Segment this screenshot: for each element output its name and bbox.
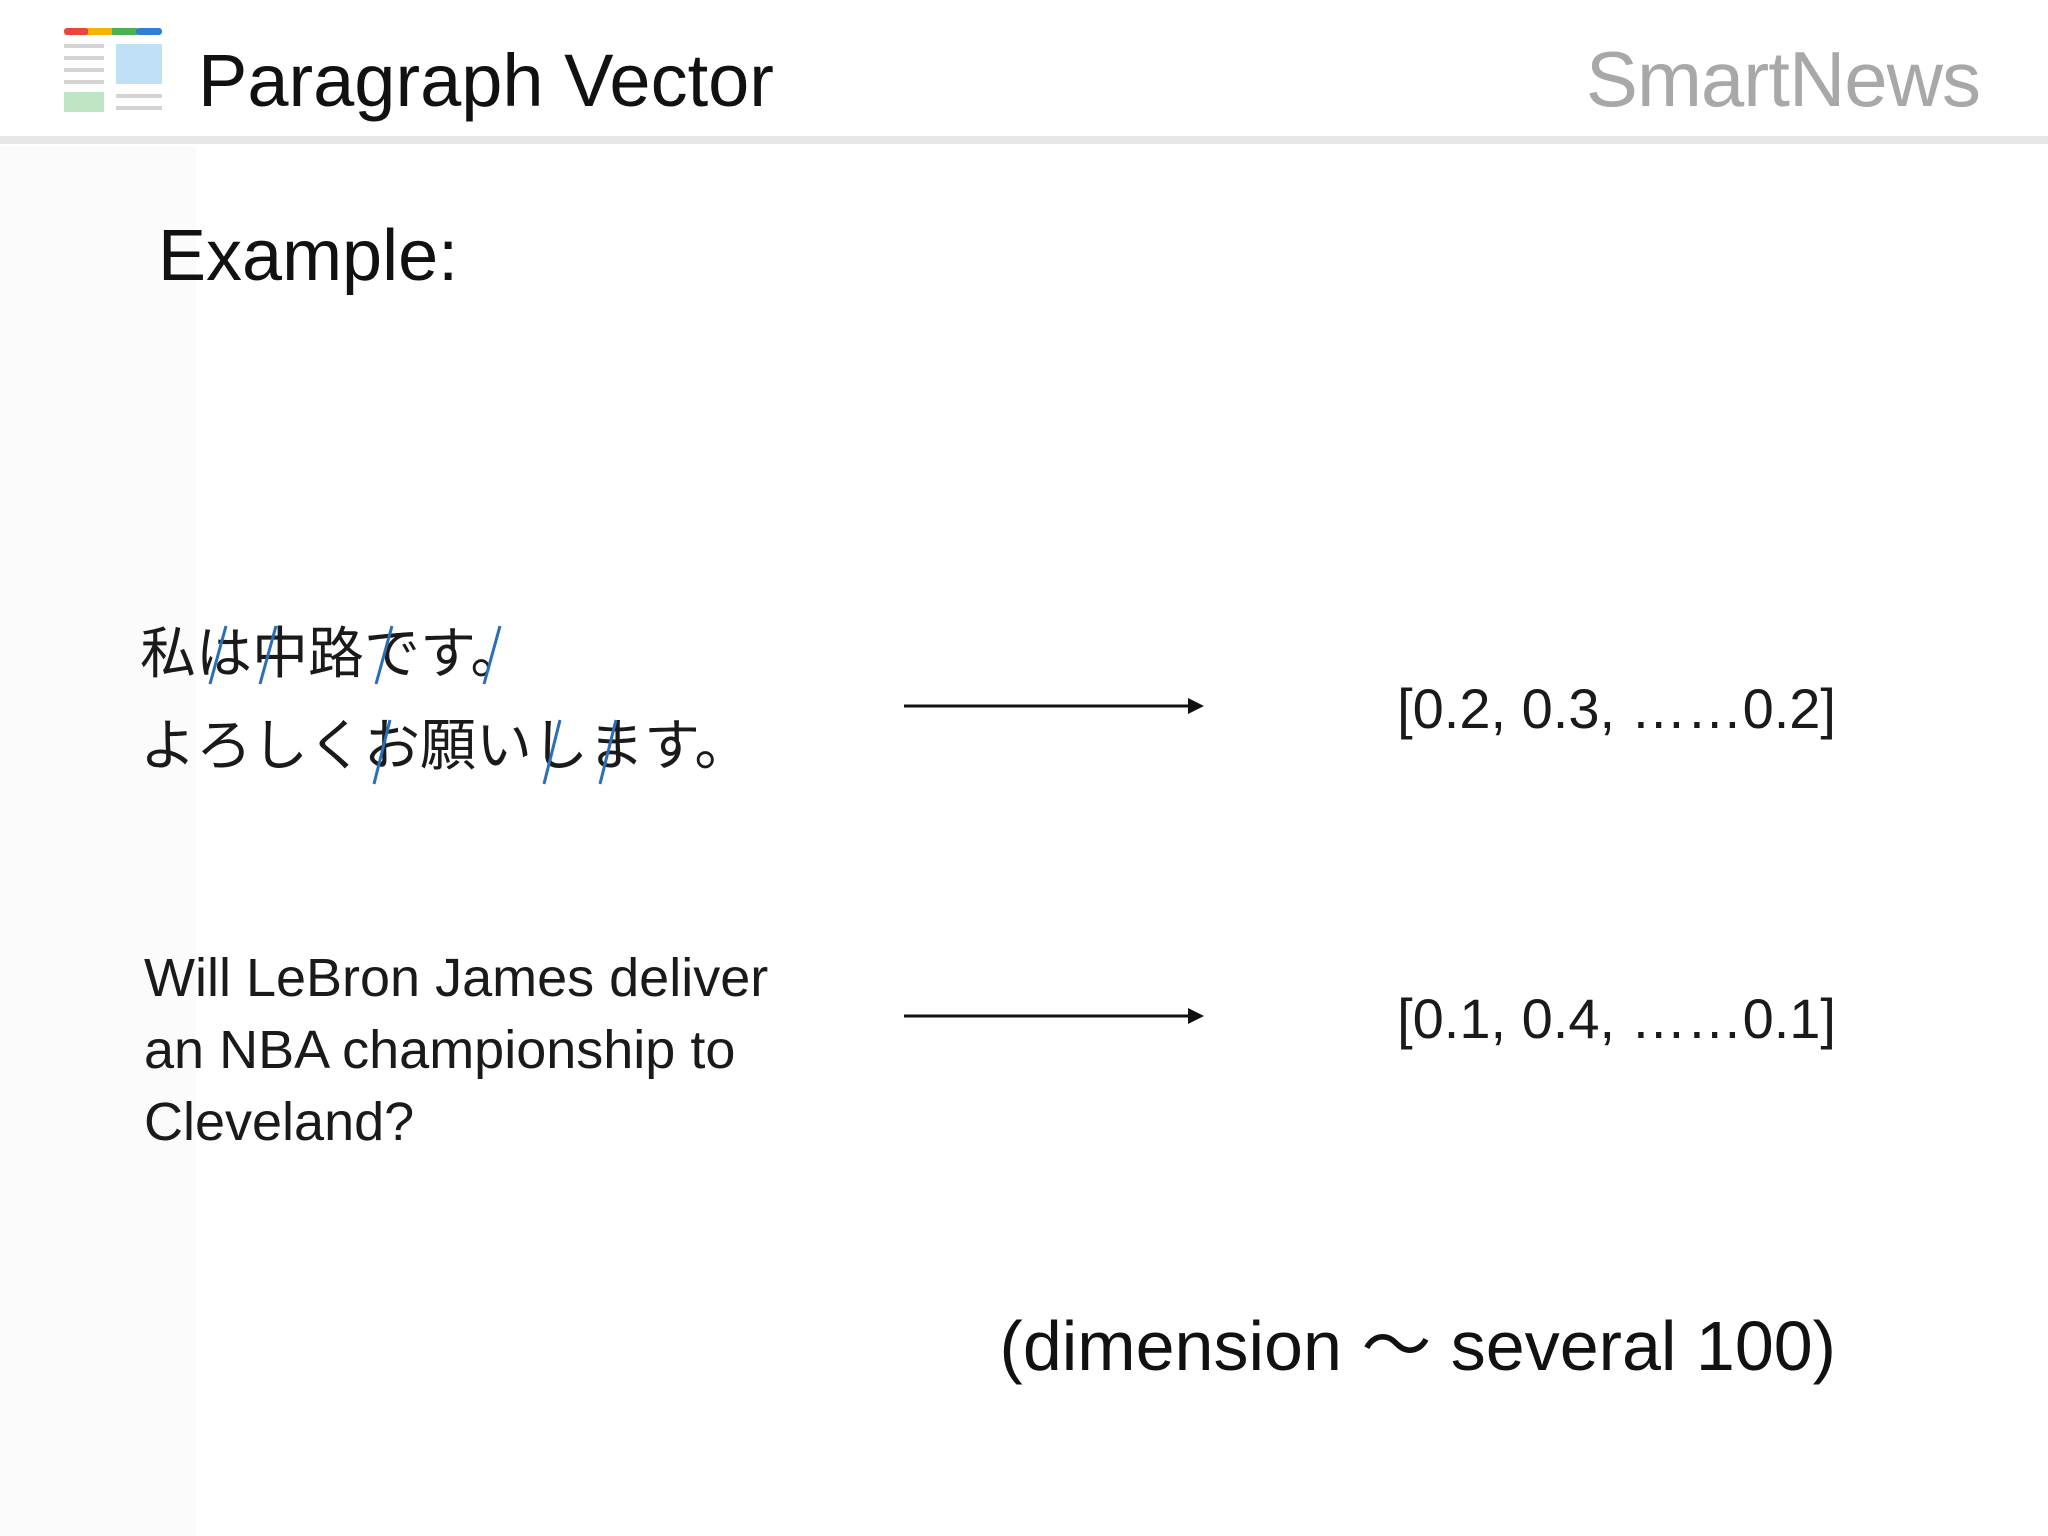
- background-panel: [0, 146, 196, 1536]
- word-separator: [598, 719, 618, 785]
- arrow-icon: [904, 1008, 1204, 1024]
- word-separators: [208, 625, 618, 785]
- word-separator: [374, 625, 394, 685]
- example-heading: Example:: [158, 216, 459, 296]
- word-separator: [258, 625, 278, 685]
- word-separator: [542, 719, 562, 785]
- header-divider: [0, 136, 2048, 144]
- slide-header: Paragraph Vector SmartNews: [0, 0, 2048, 140]
- japanese-line-1: 私は中路です。: [140, 622, 527, 687]
- english-line-1: Will LeBron James deliver: [144, 948, 769, 1008]
- word-separator: [482, 625, 502, 685]
- logo-red-bar: [64, 28, 89, 35]
- japanese-line-2: よろしくお願いします。: [140, 714, 751, 779]
- arrow-icon: [904, 698, 1204, 714]
- english-line-2: an NBA championship to: [144, 1020, 736, 1080]
- english-example: Will LeBron James deliver an NBA champio…: [144, 942, 864, 1158]
- japanese-example: 私は中路です。 よろしくお願いします。: [140, 620, 840, 800]
- dimension-note: (dimension ～ several 100): [999, 1307, 1836, 1385]
- logo-blue-bar: [136, 28, 162, 35]
- smartnews-logo-icon: [64, 28, 162, 112]
- brand-name: SmartNews: [1585, 35, 1981, 123]
- english-line-3: Cleveland?: [144, 1092, 415, 1152]
- logo-yellow-bar: [88, 28, 113, 35]
- word-separator: [208, 625, 228, 685]
- slide-title: Paragraph Vector: [198, 39, 774, 122]
- vector-output-2: [0.1, 0.4, ……0.1]: [1397, 987, 1836, 1050]
- logo-green-bar: [112, 28, 137, 35]
- vector-output-1: [0.2, 0.3, ……0.2]: [1397, 677, 1836, 740]
- word-separator: [372, 719, 392, 785]
